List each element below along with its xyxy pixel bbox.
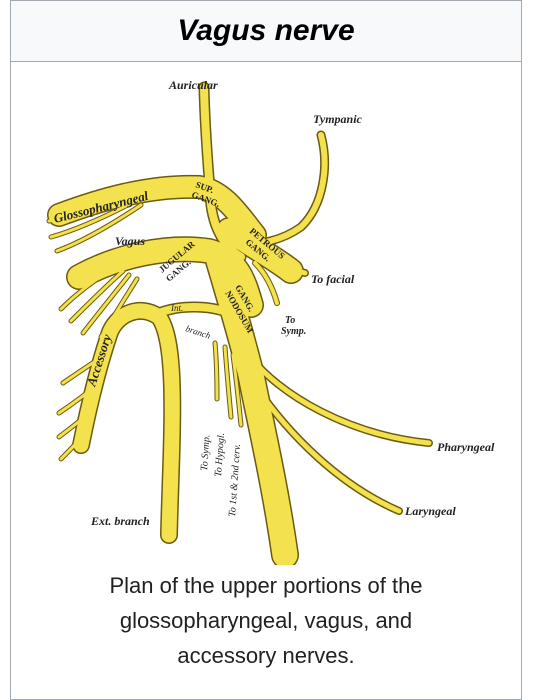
label-to-symp-2: Symp. bbox=[281, 326, 306, 337]
infobox: Vagus nerve bbox=[10, 0, 522, 700]
caption-line-2: glossopharyngeal, vagus, and bbox=[11, 603, 521, 638]
label-pharyngeal: Pharyngeal bbox=[437, 440, 495, 454]
caption-line-3: accessory nerves. bbox=[11, 638, 521, 673]
label-laryngeal: Laryngeal bbox=[404, 504, 456, 518]
figure-caption: Plan of the upper portions of the glosso… bbox=[11, 568, 521, 673]
infobox-header: Vagus nerve bbox=[11, 1, 521, 62]
label-to-symp-1: To bbox=[285, 315, 295, 326]
caption-line-1: Plan of the upper portions of the bbox=[11, 568, 521, 603]
nerve-diagram[interactable]: Auricular Tympanic Glossopharyngeal SUP.… bbox=[19, 65, 513, 565]
label-auricular: Auricular bbox=[168, 78, 218, 92]
infobox-title: Vagus nerve bbox=[177, 14, 354, 48]
label-vagus: Vagus bbox=[115, 234, 145, 248]
label-tympanic: Tympanic bbox=[313, 112, 363, 126]
label-ext-branch: Ext. branch bbox=[90, 514, 150, 528]
label-int: Int. bbox=[170, 303, 183, 313]
label-to-facial: To facial bbox=[311, 272, 355, 286]
